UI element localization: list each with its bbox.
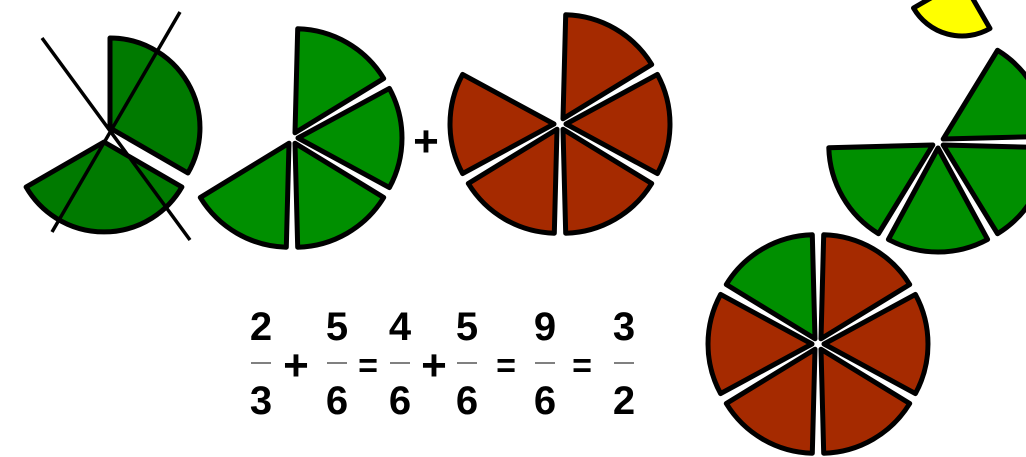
- sixth-sector: [295, 85, 405, 191]
- yellow-piece: [911, 0, 993, 39]
- plus-operator: +: [421, 341, 447, 390]
- numerator: 5: [456, 305, 478, 349]
- sixth-sector-brown: [723, 346, 818, 456]
- sixth-sector-brown: [818, 232, 913, 342]
- numerator: 2: [250, 305, 272, 349]
- sixth-sector: [940, 142, 1026, 237]
- partial-green-circle: [826, 47, 1026, 255]
- plus-sign: +: [413, 117, 439, 166]
- numerator: 5: [326, 305, 348, 349]
- equals-operator: =: [496, 347, 516, 385]
- equals-operator: =: [572, 347, 592, 385]
- sixth-sector-green: [723, 232, 818, 342]
- numerator: 4: [389, 305, 412, 349]
- nine-sixths-circle: [705, 232, 931, 456]
- plus-operator: +: [283, 341, 309, 390]
- cross-line: [50, 11, 182, 233]
- sixth-sector-brown: [821, 291, 931, 397]
- sixth-sector: [826, 142, 936, 237]
- numerator: 3: [613, 305, 635, 349]
- sixth-sector: [885, 145, 991, 255]
- denominator: 2: [613, 379, 635, 423]
- sixth-sector: [292, 26, 387, 136]
- sixth-sector-brown: [818, 346, 913, 456]
- four-sixths-circle: [197, 26, 405, 250]
- sixth-sector: [292, 140, 387, 250]
- cross-out-lines: [40, 11, 192, 242]
- denominator: 6: [389, 379, 411, 423]
- third-sector: [107, 35, 203, 176]
- sixth-sector: [560, 12, 655, 122]
- denominator: 6: [534, 379, 556, 423]
- denominator: 6: [456, 379, 478, 423]
- numerator: 9: [534, 305, 556, 349]
- sixth-sector: [940, 47, 1026, 142]
- sixth-sector: [560, 126, 655, 236]
- equals-operator: =: [358, 347, 378, 385]
- denominator: 6: [326, 379, 348, 423]
- sixth-sector: [197, 140, 292, 250]
- denominator: 3: [250, 379, 272, 423]
- sixth-sector: [563, 71, 673, 177]
- yellow-sector: [911, 0, 993, 39]
- sixth-sector: [447, 71, 557, 177]
- cross-line: [40, 36, 192, 242]
- five-sixths-circle: [447, 12, 673, 236]
- sixth-sector: [465, 126, 560, 236]
- sixth-sector-brown: [705, 291, 815, 397]
